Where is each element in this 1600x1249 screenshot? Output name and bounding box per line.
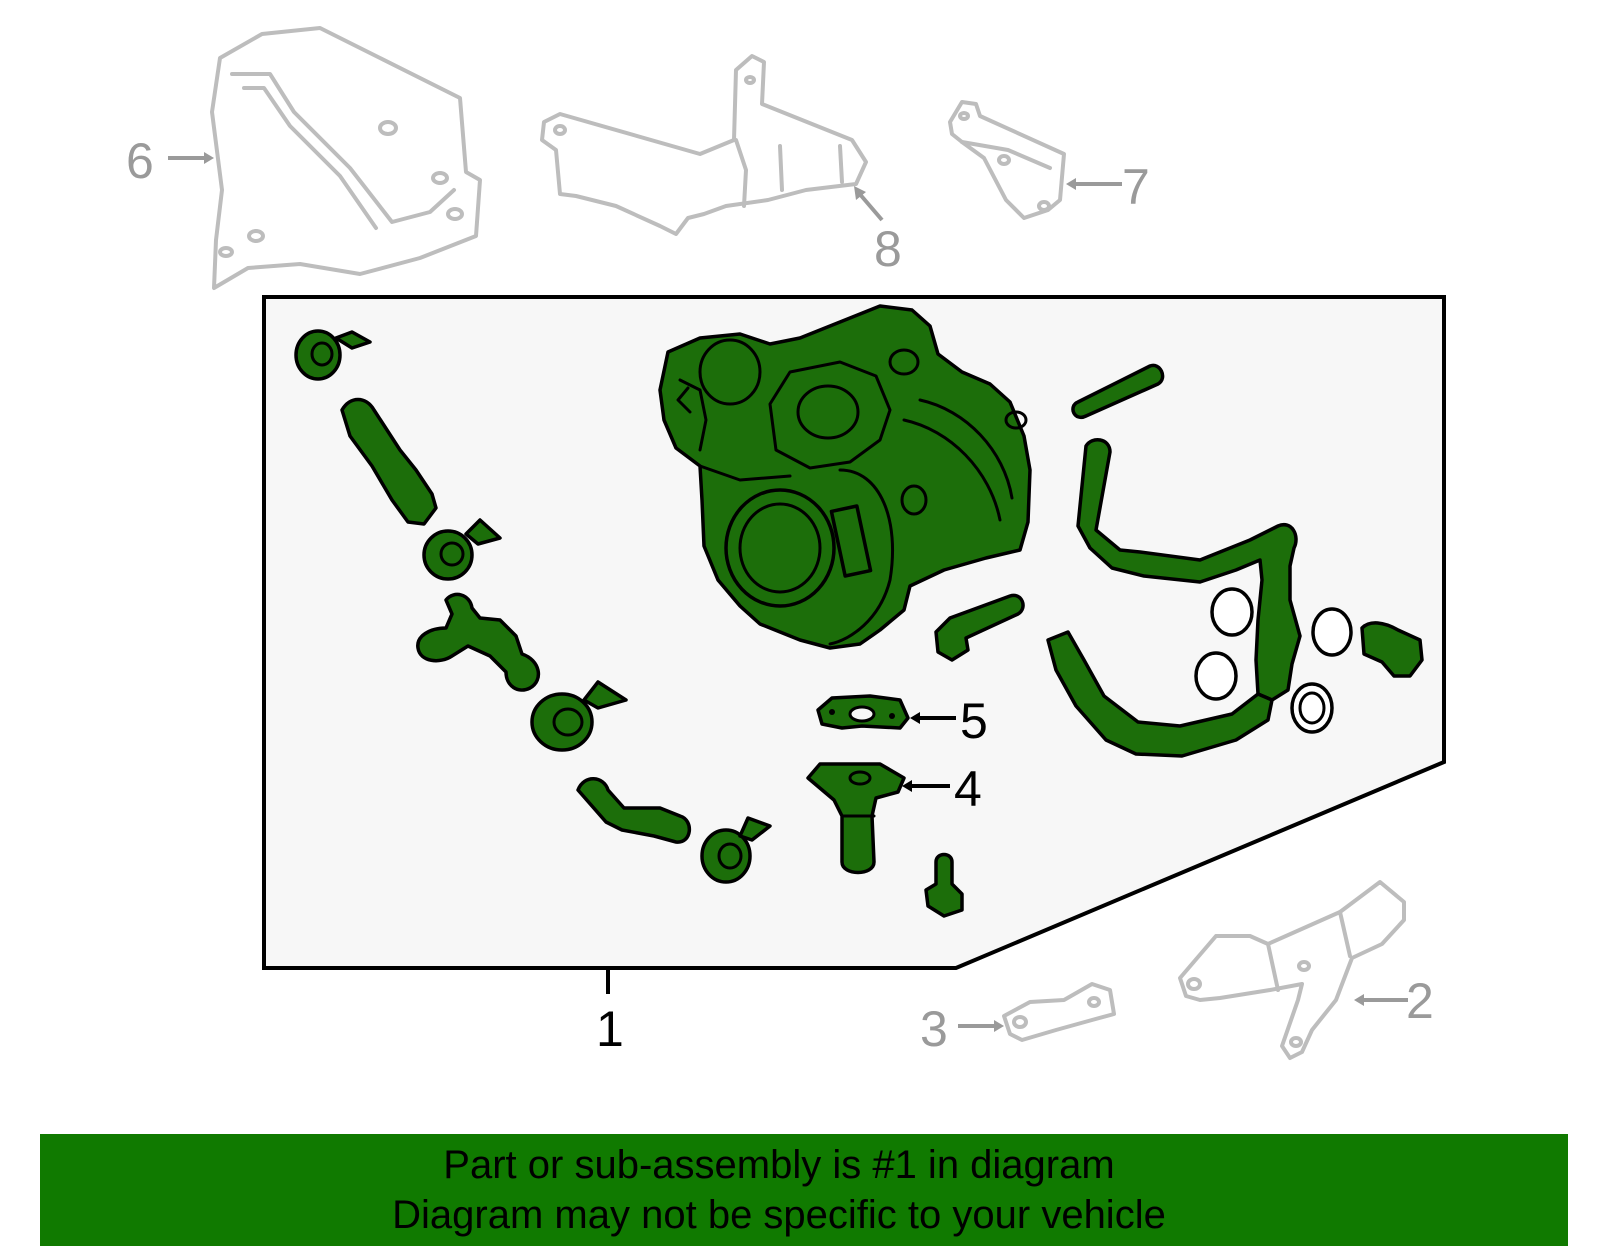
hose-tee: [416, 592, 541, 692]
gasket-part-5: [816, 694, 910, 730]
hose-clamp-2: [422, 518, 502, 581]
hose-clamp-3: [530, 680, 628, 752]
part-3-plate: [1002, 982, 1116, 1042]
stud: [1071, 363, 1165, 420]
callout-4: 4: [954, 761, 982, 817]
oil-feed-pipe: [1076, 438, 1302, 702]
o-ring: [1194, 651, 1238, 701]
part-2-bracket: [1178, 880, 1406, 1060]
hose-clamp-top: [294, 329, 372, 381]
o-ring-inner: [1298, 691, 1326, 725]
oil-return-pipe: [1046, 630, 1274, 758]
part-7-bracket: [948, 100, 1066, 220]
callout-arrows: [168, 152, 1408, 1032]
banjo-bolt-left: [934, 593, 1025, 662]
hose-clamp-4: [700, 816, 772, 884]
callout-5: 5: [960, 693, 988, 749]
banjo-bolt-right: [1360, 621, 1424, 678]
callout-3: 3: [920, 1001, 948, 1057]
outlet-pipe-part-4: [806, 762, 906, 875]
callout-1: 1: [596, 1001, 624, 1057]
o-rings: [1194, 587, 1353, 734]
callout-2: 2: [1406, 973, 1434, 1029]
o-ring: [1210, 587, 1254, 637]
banner-line-1: Part or sub-assembly is #1 in diagram: [443, 1143, 1115, 1187]
banner-line-2: Diagram may not be specific to your vehi…: [392, 1193, 1166, 1237]
part-8-shield: [540, 54, 868, 236]
bolt: [924, 852, 964, 918]
part-6-heat-shield: [210, 26, 482, 290]
turbocharger: [658, 304, 1032, 650]
hose-lower: [576, 777, 691, 844]
callout-6: 6: [126, 133, 154, 189]
o-ring: [1311, 607, 1353, 657]
hose-upper: [340, 397, 438, 526]
callout-8: 8: [874, 221, 902, 277]
callout-7: 7: [1122, 159, 1150, 215]
info-banner: Part or sub-assembly is #1 in diagram Di…: [40, 1134, 1568, 1246]
